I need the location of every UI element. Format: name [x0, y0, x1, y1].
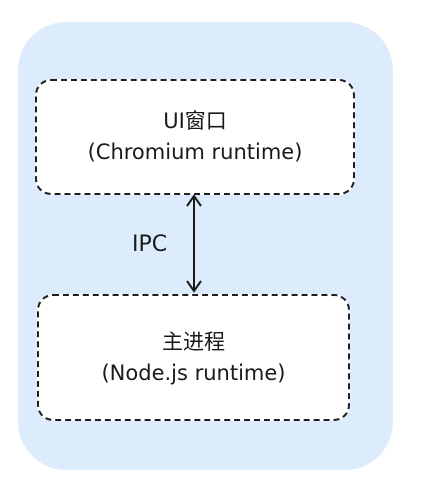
ui-window-box: UI窗口 (Chromium runtime) — [35, 79, 355, 195]
ui-window-title: UI窗口 — [163, 109, 227, 133]
main-process-runtime: (Node.js runtime) — [101, 360, 286, 385]
ui-window-runtime: (Chromium runtime) — [87, 140, 303, 164]
main-process-title: 主进程 — [162, 329, 225, 354]
main-process-box: 主进程 (Node.js runtime) — [37, 294, 350, 421]
ipc-label: IPC — [132, 232, 168, 257]
